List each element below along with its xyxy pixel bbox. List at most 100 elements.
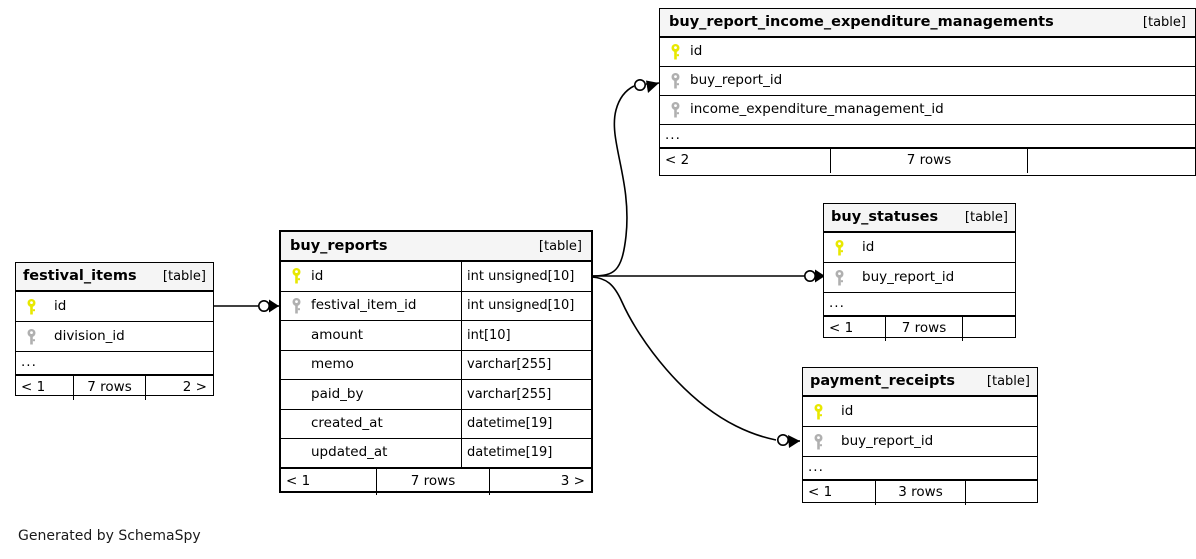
table-row[interactable]: festival_item_id int unsigned[10] xyxy=(281,291,591,321)
incoming-relations-count[interactable]: < 1 xyxy=(803,481,876,505)
column-type: varchar[255] xyxy=(467,357,552,373)
table-title: buy_reports xyxy=(290,237,388,254)
foreign-key-icon xyxy=(287,297,305,314)
column-name: created_at xyxy=(311,415,383,431)
column-name: memo xyxy=(311,356,354,372)
table-type-tag: [table] xyxy=(1142,15,1186,30)
foreign-key-icon xyxy=(666,73,684,89)
table-type-tag: [table] xyxy=(964,210,1008,225)
table-row[interactable]: buy_report_id xyxy=(660,67,1195,96)
table-payment-receipts[interactable]: payment_receipts [table] id xyxy=(802,367,1038,505)
endpoint-income-expenditure-buy-report-id xyxy=(633,79,660,93)
column-cell: buy_report_id xyxy=(660,67,1195,95)
column-type: int[10] xyxy=(467,327,511,343)
table-title: buy_statuses xyxy=(831,209,939,226)
table-row[interactable]: amount int[10] xyxy=(281,321,591,351)
more-columns-indicator: ... xyxy=(660,125,1195,149)
column-name: buy_report_id xyxy=(841,432,934,449)
edge-buy-reports-to-income-expenditure xyxy=(591,85,635,277)
table-row[interactable]: paid_by varchar[255] xyxy=(281,380,591,410)
row-count: 7 rows xyxy=(74,376,146,400)
table-festival-items[interactable]: festival_items [table] id xyxy=(15,262,214,400)
table-row[interactable]: id xyxy=(660,38,1195,67)
table-footer: < 1 7 rows 2 > xyxy=(16,376,213,400)
table-row[interactable]: id xyxy=(803,397,1037,427)
table-footer: < 1 7 rows 3 > xyxy=(281,468,591,495)
column-cell: id xyxy=(281,262,462,291)
generator-credit: Generated by SchemaSpy xyxy=(18,528,201,544)
incoming-relations-count[interactable]: < 1 xyxy=(16,376,74,400)
column-type: int unsigned[10] xyxy=(467,298,575,314)
incoming-relations-count[interactable]: < 2 xyxy=(660,149,831,173)
primary-key-icon xyxy=(22,298,40,315)
row-count: 7 rows xyxy=(377,468,490,495)
table-title: festival_items xyxy=(23,268,137,285)
foreign-key-icon xyxy=(22,328,40,345)
table-row[interactable]: id xyxy=(824,233,1015,263)
column-name: buy_report_id xyxy=(862,268,955,285)
table-row[interactable]: division_id xyxy=(16,322,213,352)
table-row[interactable]: memo varchar[255] xyxy=(281,350,591,380)
outgoing-relations-count[interactable]: 3 > xyxy=(560,472,585,489)
table-row[interactable]: id int unsigned[10] xyxy=(281,262,591,292)
column-type: varchar[255] xyxy=(467,386,552,402)
column-name: paid_by xyxy=(311,385,364,402)
primary-key-icon xyxy=(666,44,684,60)
foreign-key-icon xyxy=(830,269,848,286)
row-count: 3 rows xyxy=(876,481,966,505)
more-columns-indicator: ... xyxy=(824,293,1015,317)
incoming-relations-count[interactable]: < 1 xyxy=(824,317,886,341)
column-type: datetime[19] xyxy=(467,416,553,432)
column-name: buy_report_id xyxy=(690,72,783,89)
endpoint-buy-statuses-buy-report-id xyxy=(803,269,825,283)
foreign-key-icon xyxy=(809,433,827,450)
table-buy-statuses[interactable]: buy_statuses [table] id xyxy=(823,203,1016,341)
foreign-key-icon xyxy=(666,102,684,118)
row-count: 7 rows xyxy=(831,149,1028,173)
column-cell: buy_report_id xyxy=(824,263,1015,292)
column-name: id xyxy=(690,43,703,60)
outgoing-relations-count[interactable] xyxy=(963,317,1015,341)
column-cell: id xyxy=(803,397,1037,426)
endpoint-buy-reports-festival-item-id xyxy=(257,299,279,313)
outgoing-relations-count[interactable] xyxy=(1028,149,1195,173)
more-columns-indicator: ... xyxy=(803,457,1037,481)
column-cell: festival_item_id xyxy=(281,291,462,320)
table-buy-reports[interactable]: buy_reports [table] id int unsigned[10] xyxy=(279,230,593,495)
column-name: division_id xyxy=(54,327,125,344)
table-header: payment_receipts [table] xyxy=(803,368,1037,397)
table-row[interactable]: income_expenditure_management_id xyxy=(660,96,1195,125)
table-header: festival_items [table] xyxy=(16,263,213,292)
table-type-tag: [table] xyxy=(162,269,206,284)
table-row[interactable]: updated_at datetime[19] xyxy=(281,439,591,469)
column-name: updated_at xyxy=(311,444,388,460)
column-cell: memo xyxy=(281,350,462,379)
column-cell: buy_report_id xyxy=(803,427,1037,456)
column-type: datetime[19] xyxy=(467,445,553,461)
table-row[interactable]: buy_report_id xyxy=(824,263,1015,293)
table-header: buy_reports [table] xyxy=(281,232,591,262)
table-title: buy_report_income_expenditure_management… xyxy=(669,14,1054,31)
column-name: income_expenditure_management_id xyxy=(690,101,944,118)
column-name: id xyxy=(54,297,67,314)
table-footer: < 2 7 rows xyxy=(660,149,1195,173)
column-cell: amount xyxy=(281,321,462,350)
table-row[interactable]: created_at datetime[19] xyxy=(281,409,591,439)
outgoing-relations-count[interactable]: 2 > xyxy=(182,379,207,396)
column-cell: id xyxy=(660,38,1195,66)
more-columns-indicator: ... xyxy=(16,352,213,376)
column-cell: created_at xyxy=(281,409,462,438)
outgoing-relations-count[interactable] xyxy=(966,481,1037,505)
column-cell: income_expenditure_management_id xyxy=(660,96,1195,124)
table-buy-report-income-expenditure-managements[interactable]: buy_report_income_expenditure_management… xyxy=(659,8,1196,176)
table-type-tag: [table] xyxy=(538,238,582,254)
table-footer: < 1 7 rows xyxy=(824,317,1015,341)
incoming-relations-count[interactable]: < 1 xyxy=(281,468,377,495)
column-cell: updated_at xyxy=(281,439,462,467)
column-cell: id xyxy=(824,233,1015,262)
row-count: 7 rows xyxy=(886,317,963,341)
endpoint-payment-receipts-buy-report-id xyxy=(776,433,800,448)
table-row[interactable]: id xyxy=(16,292,213,322)
table-row[interactable]: buy_report_id xyxy=(803,427,1037,457)
column-name: festival_item_id xyxy=(311,297,417,313)
